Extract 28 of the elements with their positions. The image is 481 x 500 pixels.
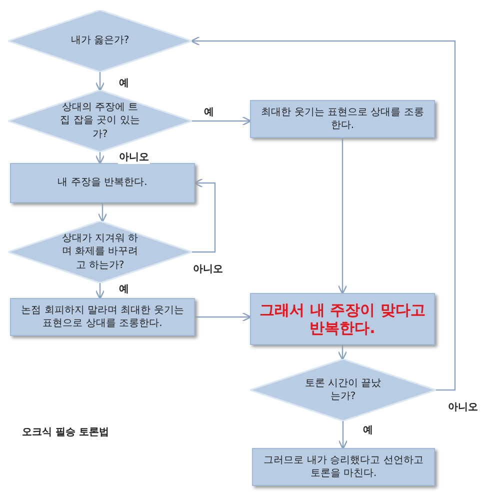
arrow bbox=[195, 312, 252, 322]
decision-diamond: 상대가 지겨워 하며 화제를 바꾸려고 하는가? bbox=[8, 221, 192, 283]
edge-label: 아니오 bbox=[447, 400, 479, 414]
arrow bbox=[338, 345, 348, 360]
arrow bbox=[95, 283, 105, 300]
process-box: 논점 회피하지 말라며 최대한 웃기는 표현으로 상대를 조롱한다. bbox=[10, 298, 195, 336]
edge-label: 예 bbox=[118, 282, 130, 296]
edge-label: 예 bbox=[203, 105, 215, 119]
arrow bbox=[338, 138, 348, 294]
arrow bbox=[192, 116, 252, 126]
process-box: 내 주장을 반복한다. bbox=[10, 163, 195, 203]
process-box: 최대한 웃기는 표현으로 상대를 조롱한다. bbox=[250, 100, 435, 138]
decision-diamond: 토론 시간이 끝났는가? bbox=[250, 359, 436, 421]
process-box: 그래서 내 주장이 맞다고 반복한다. bbox=[250, 293, 435, 345]
edge-label: 예 bbox=[118, 76, 130, 90]
edge-label: 예 bbox=[362, 423, 374, 437]
decision-diamond: 내가 옳은가? bbox=[8, 10, 192, 72]
arrow bbox=[98, 203, 108, 222]
process-box: 그러므로 내가 승리했다고 선언하고 토론을 마친다. bbox=[252, 448, 435, 486]
arrow bbox=[338, 421, 348, 450]
arrow bbox=[95, 152, 105, 164]
arrow bbox=[95, 72, 105, 92]
arrow bbox=[190, 36, 456, 391]
decision-diamond: 상대의 주장에 트집 잡을 곳이 있는가? bbox=[8, 90, 192, 152]
title: 오크식 필승 토론법 bbox=[22, 426, 109, 439]
arrow bbox=[192, 178, 216, 253]
edge-label: 아니오 bbox=[118, 150, 150, 164]
edge-label: 아니오 bbox=[192, 262, 224, 276]
